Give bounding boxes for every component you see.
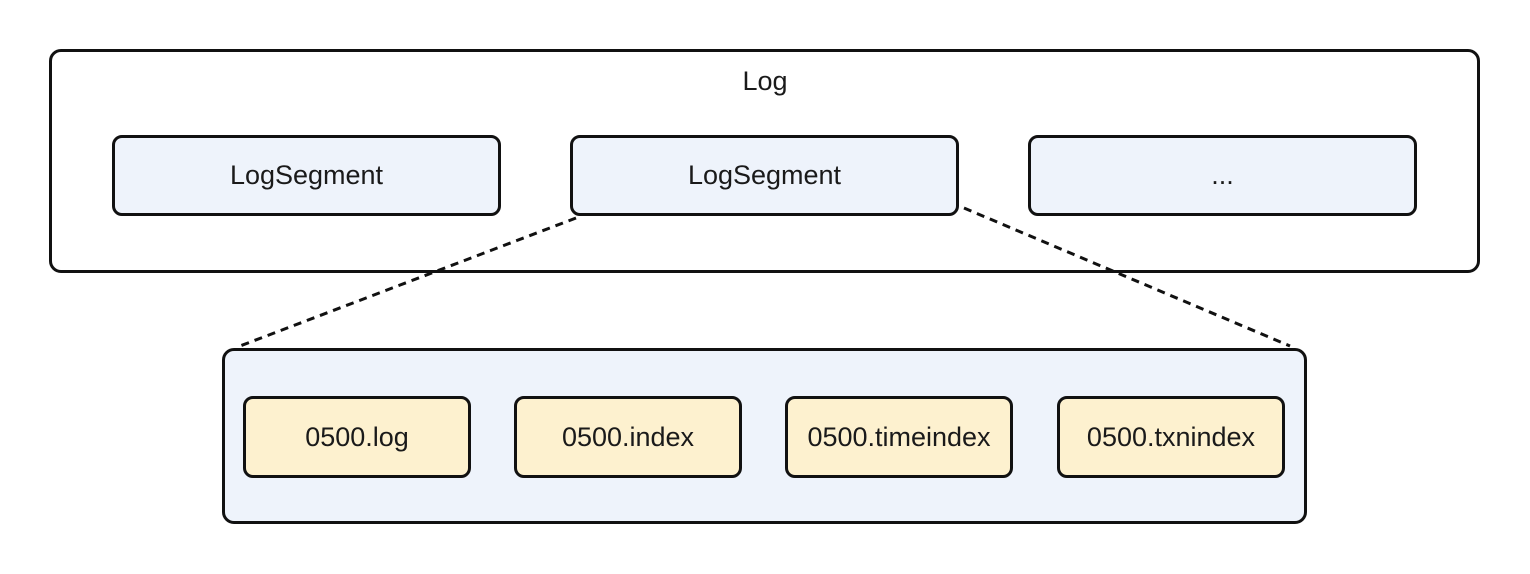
log-segment-2: LogSegment <box>570 135 959 216</box>
file-timeindex: 0500.timeindex <box>785 396 1013 478</box>
file-log: 0500.log <box>243 396 471 478</box>
log-segment-1: LogSegment <box>112 135 501 216</box>
file-index: 0500.index <box>514 396 742 478</box>
log-title: Log <box>742 66 788 96</box>
file-txnindex: 0500.txnindex <box>1057 396 1285 478</box>
log-segment-more: ... <box>1028 135 1417 216</box>
